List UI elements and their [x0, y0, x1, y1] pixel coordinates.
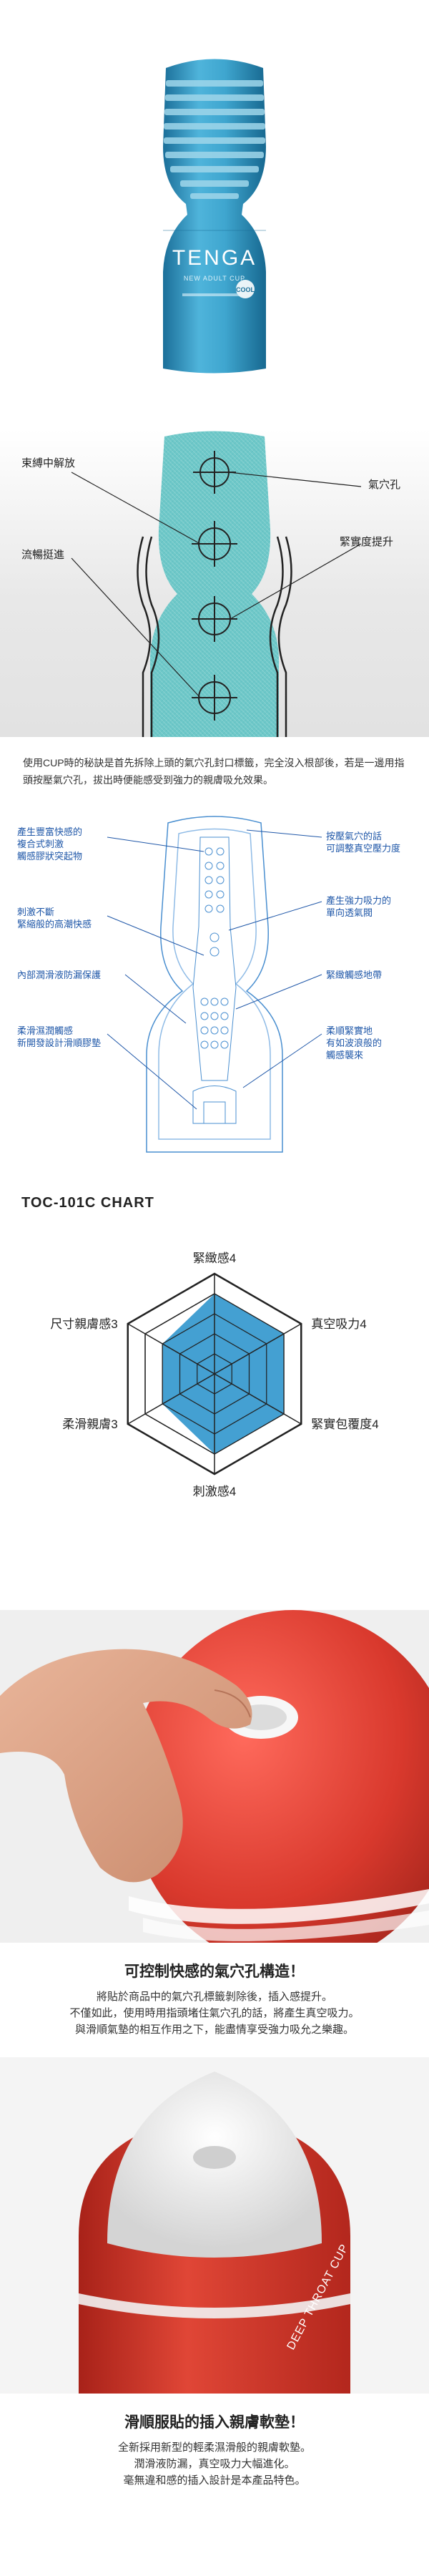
label-tight-zone: 緊緻觸感地帶: [326, 970, 383, 980]
feature-air-hole: 可控制快感的氣穴孔構造！ 將貼於商品中的氣穴孔標籤剝除後，插入感提升。 不僅如此…: [0, 1943, 429, 2057]
feature-air-hole-line: 不僅如此，使用時用指頭堵住氣穴孔的話，將產生真空吸力。: [69, 2007, 360, 2019]
cross-section-diagram: 產生豐富快感的複合式刺激觸感膠狀突起物 刺激不斷緊縮般的高潮快感 內部潤滑液防漏…: [0, 809, 429, 1166]
chart-section: TOC-101C CHART 緊緻感4 真空吸力4 緊實包覆度4 刺激感4 柔滑親膚3 尺…: [0, 1166, 429, 1610]
chart-title: TOC-101C CHART: [21, 1195, 154, 1211]
crosshair-icon: [192, 451, 237, 721]
label-smooth: 流暢挺進: [21, 549, 65, 561]
brand-logo: TENGA: [172, 246, 257, 270]
radar-spoke: [214, 1323, 302, 1375]
product-image: TENGA NEW ADULT CUP COOL: [163, 59, 266, 374]
feature-air-hole-line: 與滑順氣墊的相互作用之下，能盡情享受強力吸允之樂趣。: [74, 2024, 354, 2036]
feature-air-hole-line: 將貼於商品中的氣穴孔標籤剝除後，插入感提升。: [96, 1991, 332, 2003]
sleeve-photo: DEEP THROAT CUP: [0, 2057, 429, 2394]
usage-tip-text: 使用CUP時的秘訣是首先拆除上頭的氣穴孔封口標籤，完全沒入根部後，若是一邊用指頭…: [23, 757, 405, 786]
label-vacuum-adjust: 按壓氣穴的話可調整真空壓力度: [326, 831, 401, 854]
structure-illustration: [71, 431, 362, 737]
radar-spoke: [127, 1373, 215, 1425]
label-bumps: 產生豐富快感的複合式刺激觸感膠狀突起物: [17, 826, 83, 862]
label-tightness: 緊實度提升: [340, 536, 394, 548]
radar-data-area: [162, 1294, 284, 1454]
product-hero: TENGA NEW ADULT CUP COOL: [0, 0, 429, 401]
feature-cushion: 滑順服貼的插入親膚軟墊！ 全新採用新型的輕柔濕滑般的親膚軟墊。 潤滑液防漏，真空…: [0, 2394, 429, 2576]
label-continuous: 刺激不斷緊縮般的高潮快感: [17, 907, 92, 930]
label-valve: 產生強力吸力的單向透氣閥: [326, 895, 392, 918]
radar-axis-label: 緊緻感4: [193, 1252, 236, 1265]
radar-spoke: [127, 1323, 215, 1375]
cool-badge: COOL: [236, 286, 255, 293]
feature-cushion-line: 全新採用新型的輕柔濕滑般的親膚軟墊。: [117, 2441, 311, 2454]
product-subtitle: NEW ADULT CUP: [184, 275, 245, 282]
feature-cushion-line: 潤滑液防漏，真空吸力大幅進化。: [134, 2458, 295, 2470]
radar-axis-label: 緊實包覆度4: [311, 1418, 378, 1431]
label-air-hole: 氣穴孔: [368, 479, 401, 491]
cross-section-illustration: [107, 816, 322, 1153]
radar-axis-label: 刺激感4: [193, 1485, 236, 1498]
label-cushion: 柔滑濕潤觸感新開發設計滑順膠墊: [17, 1025, 102, 1048]
structure-diagram: 束縛中解放 氣穴孔 緊實度提升 流暢挺進: [0, 429, 429, 737]
radar-axis-label: 尺寸親膚感3: [50, 1317, 117, 1331]
air-hole-photo: [0, 1610, 429, 1943]
cool-badge-icon: [236, 280, 255, 298]
label-release: 束縛中解放: [21, 457, 76, 469]
feature-air-hole-title: 可控制快感的氣穴孔構造！: [124, 1963, 305, 1980]
label-leakproof: 內部潤滑液防漏保護: [17, 970, 102, 980]
radar-chart: 緊緻感4 真空吸力4 緊實包覆度4 刺激感4 柔滑親膚3 尺寸親膚感3: [50, 1252, 378, 1498]
radar-axis-label: 柔滑親膚3: [62, 1418, 117, 1431]
radar-axis-label: 真空吸力4: [311, 1317, 366, 1331]
label-wave: 柔順緊實地有如波浪般的觸感襲來: [326, 1025, 383, 1060]
usage-tip: 使用CUP時的秘訣是首先拆除上頭的氣穴孔封口標籤，完全沒入根部後，若是一邊用指頭…: [0, 737, 429, 809]
feature-cushion-title: 滑順服貼的插入親膚軟墊！: [124, 2414, 305, 2431]
feature-cushion-line: 毫無違和感的插入設計是本產品特色。: [123, 2474, 306, 2487]
radar-spoke: [214, 1373, 302, 1425]
